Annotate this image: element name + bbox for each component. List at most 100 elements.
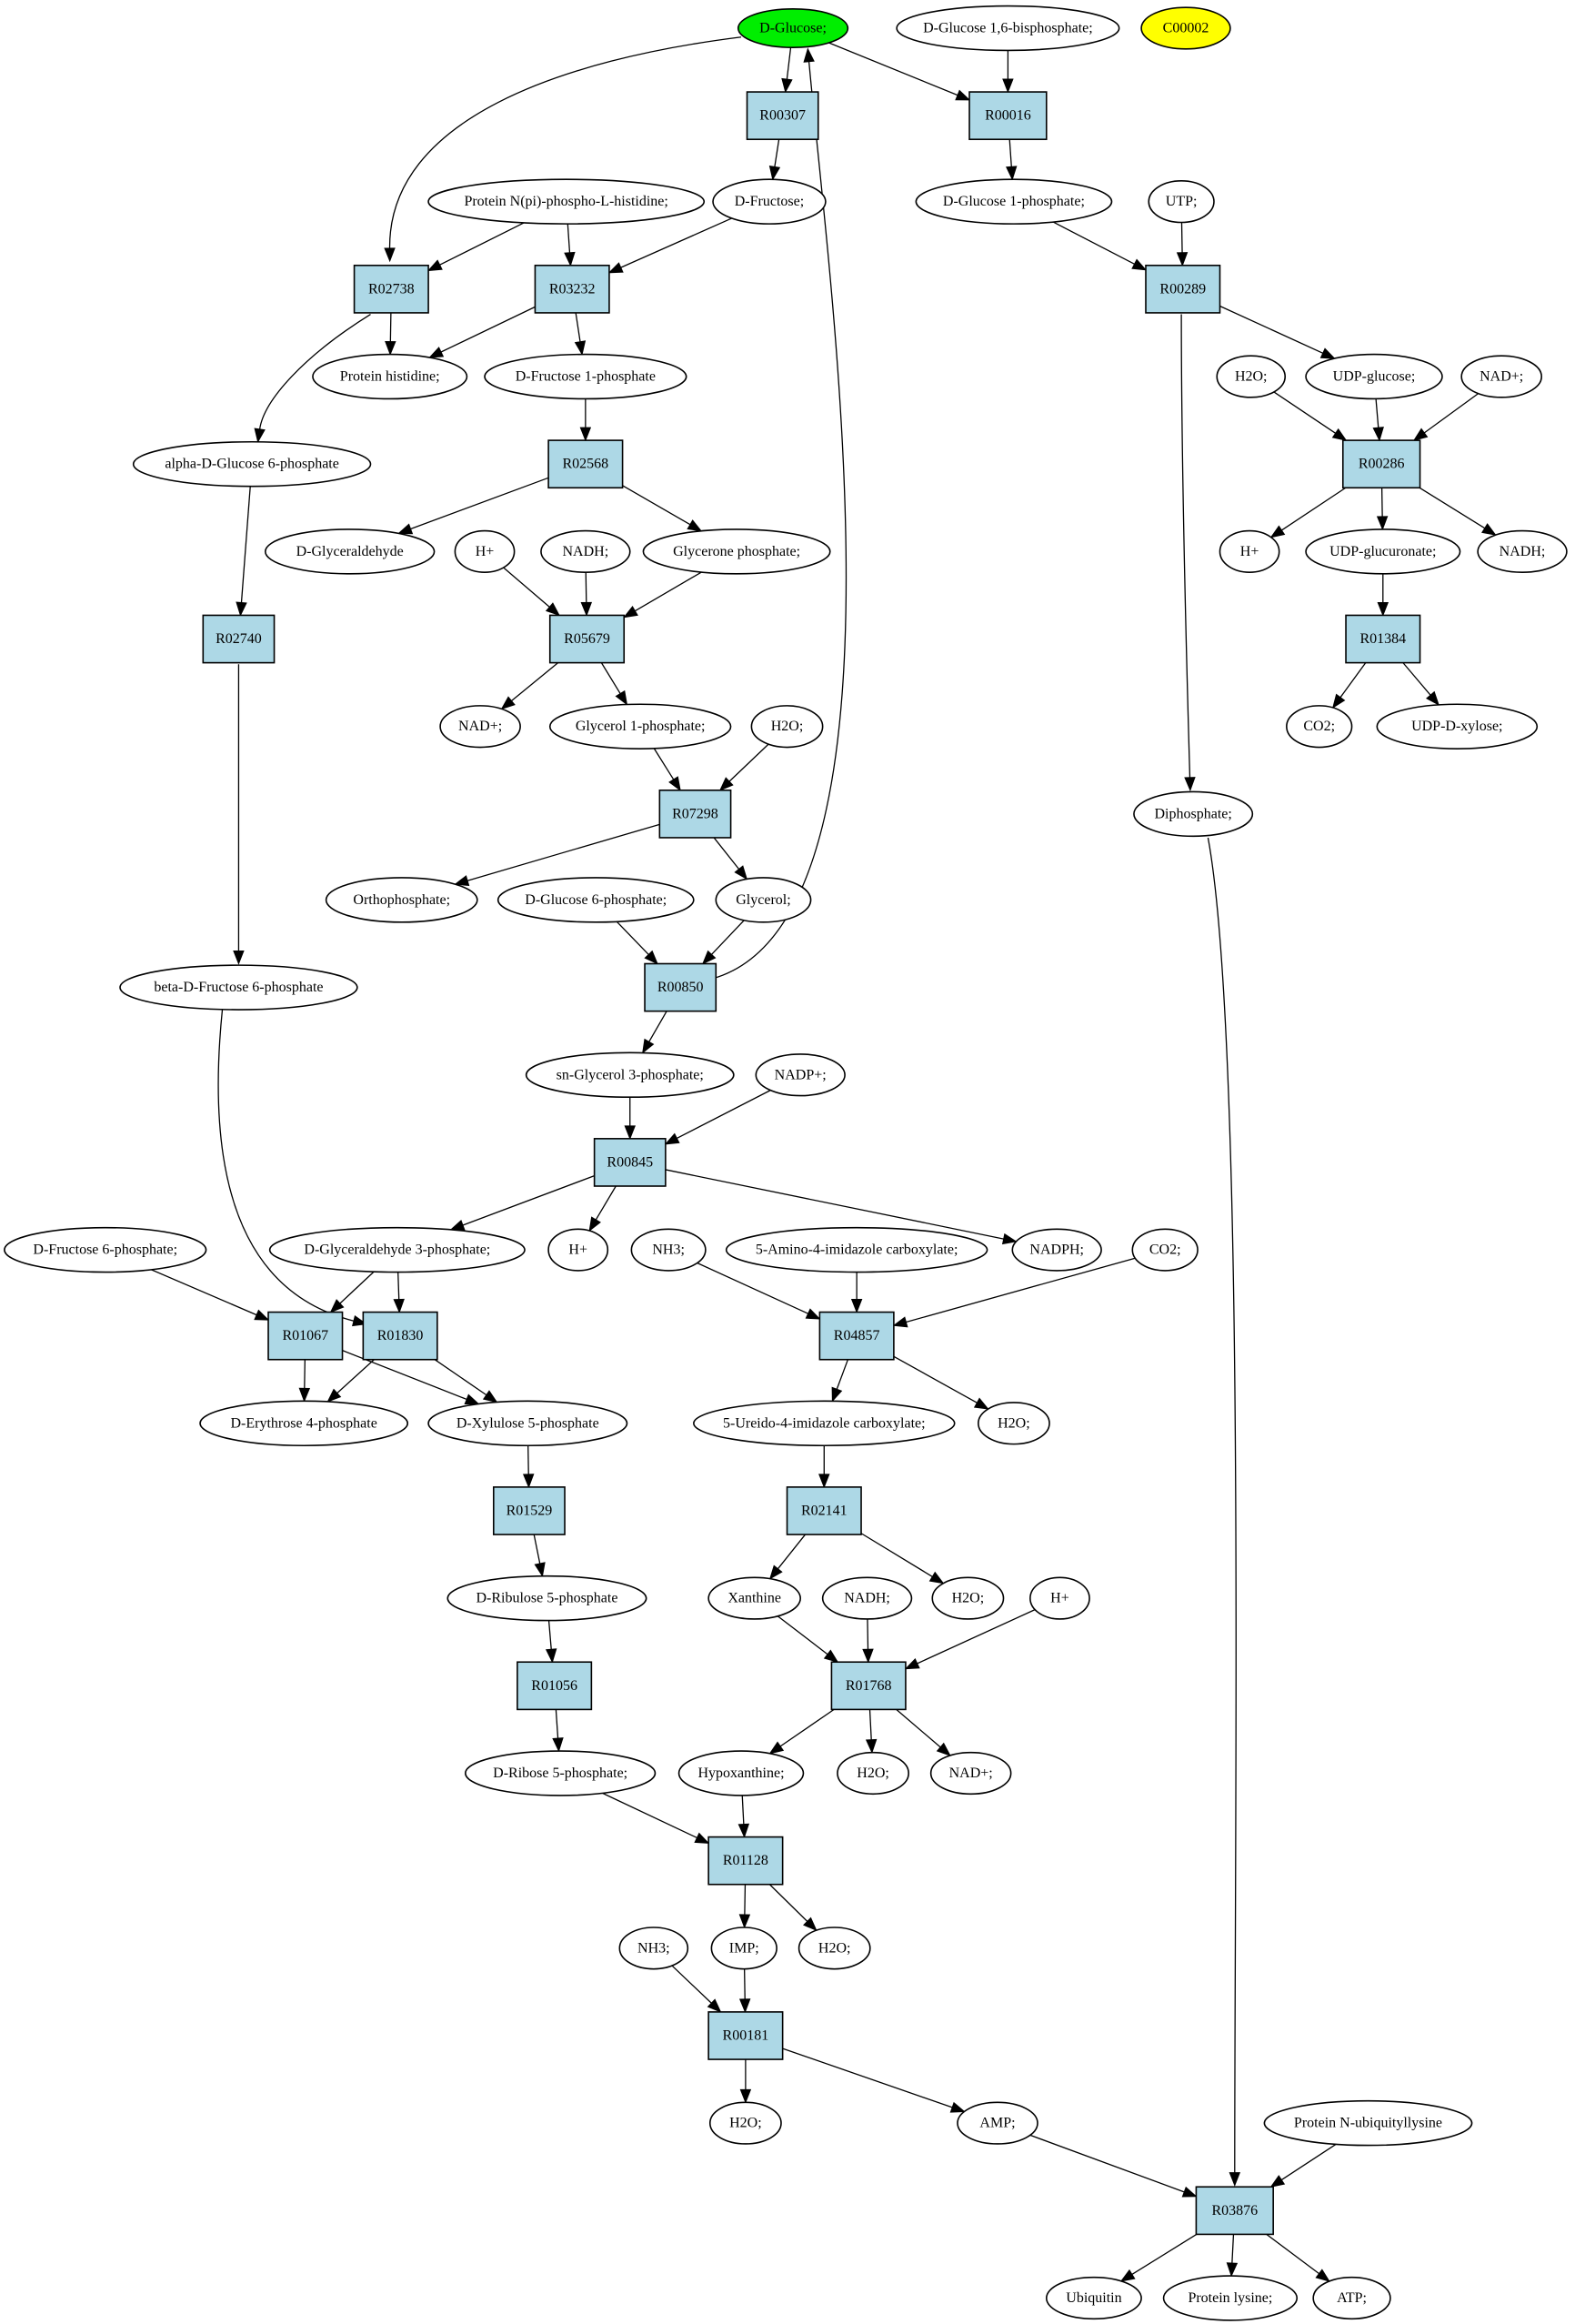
compound-node-pnubl[interactable]: Protein N-ubiquityllysine	[1263, 2099, 1473, 2147]
edge-line	[503, 567, 550, 608]
compound-node-h2o_c[interactable]: H2O;	[978, 1402, 1050, 1445]
compound-node-g16bp[interactable]: D-Glucose 1,6-bisphosphate;	[896, 5, 1120, 52]
arrowhead-icon	[642, 1038, 655, 1054]
compound-node-dglc[interactable]: D-Glucose;	[737, 7, 849, 48]
reaction-node-R07298[interactable]: R07298	[658, 789, 732, 839]
reaction-node-R01768[interactable]: R01768	[830, 1661, 907, 1711]
reaction-node-R01056[interactable]: R01056	[517, 1661, 593, 1711]
node-label: C00002	[1163, 20, 1209, 35]
compound-node-udpglcu[interactable]: UDP-glucuronate;	[1305, 528, 1461, 575]
compound-node-hplus_c[interactable]: H+	[547, 1228, 609, 1272]
reaction-node-R02738[interactable]: R02738	[353, 264, 429, 314]
edge-R00845-to-nadph	[665, 1169, 1018, 1245]
reaction-node-R01067[interactable]: R01067	[267, 1311, 344, 1361]
compound-node-h2o_f[interactable]: H2O;	[798, 1927, 871, 1970]
compound-node-xan[interactable]: Xanthine	[707, 1576, 802, 1620]
compound-node-g1p[interactable]: D-Glucose 1-phosphate;	[915, 178, 1113, 225]
compound-node-nh3_b[interactable]: NH3;	[618, 1927, 689, 1970]
reaction-node-R00307[interactable]: R00307	[746, 91, 819, 141]
arrowhead-icon	[707, 1998, 722, 2013]
edge-line	[836, 1359, 849, 1390]
reaction-node-R00181[interactable]: R00181	[707, 2011, 784, 2060]
reaction-node-R05679[interactable]: R05679	[548, 614, 626, 664]
reaction-node-R03876[interactable]: R03876	[1195, 2186, 1274, 2236]
compound-node-nadp_c[interactable]: NAD+;	[929, 1751, 1012, 1796]
reaction-node-R00850[interactable]: R00850	[644, 962, 717, 1012]
edge-line	[677, 1090, 771, 1140]
reaction-node-R00286[interactable]: R00286	[1341, 439, 1421, 489]
compound-node-sngol3p[interactable]: sn-Glycerol 3-phosphate;	[525, 1051, 735, 1099]
node-label: D-Glyceraldehyde 3-phosphate;	[304, 1242, 490, 1258]
compound-node-nadp_b[interactable]: NAD+;	[439, 705, 521, 749]
compound-node-uic[interactable]: 5-Ureido-4-imidazole carboxylate;	[693, 1400, 956, 1447]
compound-node-ru5p[interactable]: D-Ribulose 5-phosphate	[446, 1574, 647, 1622]
compound-node-plys[interactable]: Protein lysine;	[1162, 2275, 1299, 2321]
arrowhead-icon	[1315, 2269, 1330, 2282]
arrowhead-icon	[739, 2088, 752, 2104]
reaction-node-R02568[interactable]: R02568	[547, 439, 624, 489]
reaction-node-R00845[interactable]: R00845	[593, 1138, 667, 1187]
compound-node-x5p[interactable]: D-Xylulose 5-phosphate	[427, 1400, 628, 1447]
edge-line	[1423, 393, 1480, 434]
compound-node-g3p[interactable]: D-Glyceraldehyde 3-phosphate;	[268, 1226, 526, 1273]
compound-node-udpglc[interactable]: UDP-glucose;	[1305, 353, 1443, 400]
compound-node-bf6p[interactable]: beta-D-Fructose 6-phosphate	[119, 964, 358, 1011]
compound-node-r5p[interactable]: D-Ribose 5-phosphate;	[465, 1750, 657, 1796]
reaction-node-R02740[interactable]: R02740	[202, 614, 276, 664]
compound-node-utp[interactable]: UTP;	[1148, 180, 1215, 224]
compound-node-co2_b[interactable]: CO2;	[1131, 1228, 1199, 1272]
compound-node-nadpplus[interactable]: NADP+;	[755, 1053, 846, 1097]
edge-line	[1219, 305, 1324, 354]
arrowhead-icon	[393, 1298, 405, 1313]
compound-node-hplus_d[interactable]: H+	[1029, 1576, 1090, 1620]
compound-node-dfru[interactable]: D-Fructose;	[712, 178, 827, 225]
edge-R01384-to-udpxyl	[1402, 662, 1440, 706]
reaction-node-R01529[interactable]: R01529	[492, 1486, 566, 1535]
reaction-node-R01830[interactable]: R01830	[362, 1311, 438, 1361]
reaction-node-R00289[interactable]: R00289	[1145, 264, 1221, 314]
compound-node-e4p[interactable]: D-Erythrose 4-phosphate	[199, 1400, 409, 1447]
reaction-node-R02141[interactable]: R02141	[786, 1486, 862, 1535]
compound-node-nadh_b[interactable]: NADH;	[1477, 529, 1568, 573]
compound-node-nadh_a[interactable]: NADH;	[540, 529, 631, 573]
compound-node-udpxyl[interactable]: UDP-D-xylose;	[1376, 703, 1539, 750]
compound-node-f1p[interactable]: D-Fructose 1-phosphate	[484, 353, 687, 400]
compound-node-phis[interactable]: Protein histidine;	[312, 353, 468, 400]
compound-node-atp[interactable]: ATP;	[1312, 2276, 1391, 2320]
compound-node-glycerol[interactable]: Glycerol;	[715, 877, 812, 923]
compound-node-imp[interactable]: IMP;	[710, 1927, 777, 1970]
compound-node-hyp[interactable]: Hypoxanthine;	[677, 1750, 805, 1796]
compound-node-h2o_d[interactable]: H2O;	[931, 1576, 1005, 1620]
compound-node-amp[interactable]: AMP;	[957, 2101, 1038, 2145]
compound-node-nadh_c[interactable]: NADH;	[821, 1576, 913, 1620]
compound-node-hplus_a[interactable]: H+	[454, 529, 516, 573]
compound-node-c00002[interactable]: C00002	[1140, 6, 1231, 50]
compound-node-aic[interactable]: 5-Amino-4-imidazole carboxylate;	[725, 1226, 988, 1273]
compound-node-g6p[interactable]: D-Glucose 6-phosphate;	[497, 877, 695, 923]
compound-node-nadp_a[interactable]: NAD+;	[1460, 355, 1542, 398]
compound-node-ubq[interactable]: Ubiquitin	[1045, 2276, 1142, 2320]
reaction-node-R00016[interactable]: R00016	[968, 91, 1048, 141]
reaction-node-R03232[interactable]: R03232	[534, 264, 610, 314]
reaction-node-R01128[interactable]: R01128	[707, 1836, 784, 1886]
node-label: H2O;	[771, 719, 804, 734]
compound-node-nadph[interactable]: NADPH;	[1011, 1228, 1102, 1272]
compound-node-h2o_b[interactable]: H2O;	[750, 705, 824, 749]
compound-node-dgly[interactable]: D-Glyceraldehyde	[264, 528, 436, 575]
compound-node-ag6p[interactable]: alpha-D-Glucose 6-phosphate	[132, 440, 372, 488]
compound-node-diphos[interactable]: Diphosphate;	[1133, 790, 1254, 838]
compound-node-df6p[interactable]: D-Fructose 6-phosphate;	[4, 1226, 207, 1273]
compound-node-hplus_b[interactable]: H+	[1219, 529, 1280, 573]
compound-node-h2o_a[interactable]: H2O;	[1216, 355, 1287, 398]
compound-node-ortho[interactable]: Orthophosphate;	[325, 877, 478, 923]
reaction-node-R04857[interactable]: R04857	[818, 1311, 895, 1361]
compound-node-co2_a[interactable]: CO2;	[1286, 705, 1353, 749]
compound-node-nh3_a[interactable]: NH3;	[630, 1228, 707, 1272]
compound-node-glyp[interactable]: Glycerone phosphate;	[642, 528, 831, 575]
compound-node-pnph[interactable]: Protein N(pi)-phospho-L-histidine;	[427, 178, 706, 225]
compound-node-h2o_e[interactable]: H2O;	[837, 1751, 909, 1796]
compound-node-gol1p[interactable]: Glycerol 1-phosphate;	[548, 703, 732, 750]
edge-pnph-to-R02738	[426, 222, 525, 272]
reaction-node-R01384[interactable]: R01384	[1345, 614, 1421, 664]
compound-node-h2o_g[interactable]: H2O;	[708, 2101, 782, 2145]
